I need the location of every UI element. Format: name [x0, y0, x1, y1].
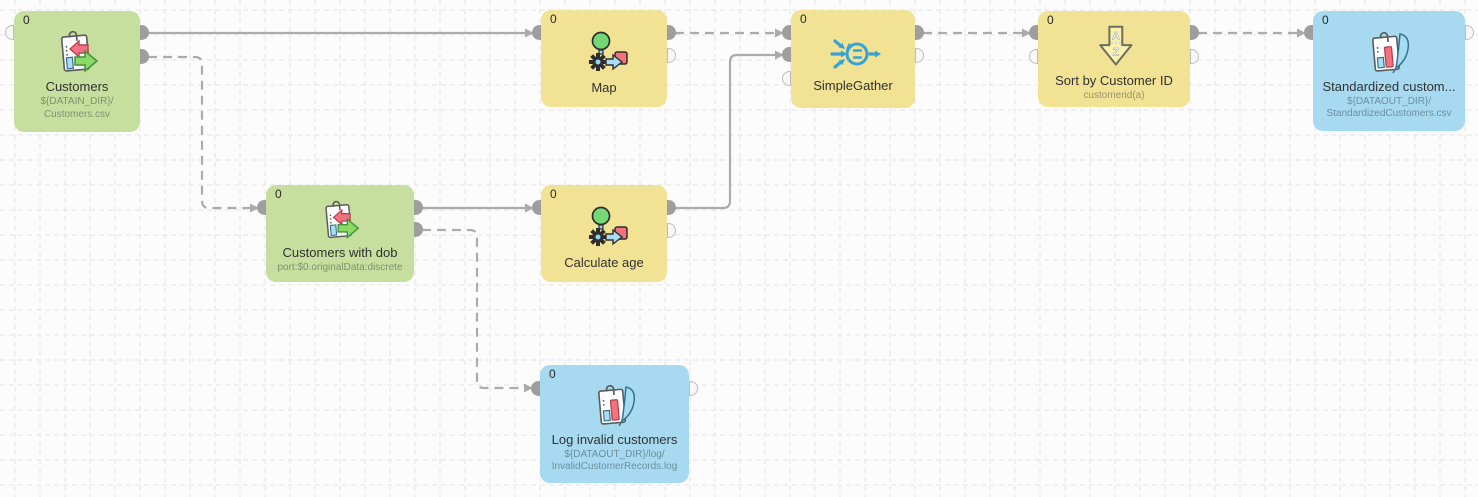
map-icon	[580, 206, 628, 252]
node-subtitle: ${DATAOUT_DIR}/log/ InvalidCustomerRecor…	[551, 448, 678, 472]
record-counter: 0	[1322, 13, 1329, 27]
input-port[interactable]	[1304, 25, 1313, 40]
node-standardized-customers[interactable]: 0 Standardized custom... ${DATAOUT_DIR}/…	[1304, 11, 1474, 131]
output-port[interactable]	[667, 200, 676, 215]
map-icon	[580, 31, 628, 77]
reader-icon	[52, 30, 102, 76]
node-subtitle: ${DATAOUT_DIR}/ StandardizedCustomers.cs…	[1326, 95, 1452, 119]
input-port[interactable]	[5, 25, 14, 40]
output-port[interactable]	[414, 222, 423, 237]
input-port[interactable]	[782, 25, 791, 40]
node-sort-by-customer-id[interactable]: 0 A Z Sort by Customer ID customerid(a)	[1029, 11, 1199, 107]
node-log-invalid-customers[interactable]: 0 Log invalid customers ${DATAOUT_DIR}/l…	[531, 365, 698, 483]
gather-icon	[824, 33, 882, 75]
output-port[interactable]	[140, 25, 149, 40]
writer-icon	[1364, 30, 1414, 76]
output-port[interactable]	[667, 25, 676, 40]
node-subtitle: ${DATAIN_DIR}/ Customers.csv	[40, 96, 114, 120]
reader-icon	[317, 200, 363, 242]
node-title: Calculate age	[564, 254, 644, 270]
writer-icon	[590, 383, 640, 429]
input-port[interactable]	[1029, 25, 1038, 40]
input-port[interactable]	[1029, 49, 1038, 64]
record-counter: 0	[549, 367, 556, 381]
node-title: Log invalid customers	[551, 431, 678, 447]
svg-text:Z: Z	[1112, 46, 1119, 58]
input-port[interactable]	[782, 71, 791, 86]
node-simple-gather[interactable]: 0	[782, 10, 924, 108]
input-port[interactable]	[531, 381, 540, 396]
node-title: Sort by Customer ID	[1055, 72, 1173, 88]
record-counter: 0	[800, 12, 807, 26]
record-counter: 0	[1047, 13, 1054, 27]
svg-text:A: A	[1112, 31, 1120, 43]
edge-calculate-age-to-simple-gather[interactable]	[675, 53, 775, 210]
sort-az-icon: A Z	[1089, 24, 1139, 70]
node-title: Customers with dob	[282, 245, 398, 261]
node-customers[interactable]: 0 Customers ${DATAIN_DIR}/ Customers.csv	[5, 11, 149, 132]
record-counter: 0	[23, 13, 30, 27]
node-map[interactable]: 0 Map	[532, 10, 676, 107]
input-port[interactable]	[532, 200, 541, 215]
output-port[interactable]	[414, 200, 423, 215]
edge-arrowheads	[250, 28, 1306, 393]
node-title: SimpleGather	[813, 78, 893, 93]
node-title: Customers	[45, 79, 109, 95]
node-calculate-age[interactable]: 0 Calcu	[532, 185, 676, 282]
edge-customers-to-customers-with-dob[interactable]	[148, 55, 250, 210]
node-subtitle: port:$0.originalData:discrete	[277, 262, 403, 274]
input-port[interactable]	[782, 47, 791, 62]
node-subtitle: customerid(a)	[1083, 89, 1145, 101]
node-customers-with-dob[interactable]: 0 Customers with dob port:$0.originalDat…	[257, 185, 423, 282]
record-counter: 0	[550, 187, 557, 201]
output-port[interactable]	[140, 49, 149, 64]
node-title: Standardized custom...	[1322, 78, 1456, 94]
record-counter: 0	[550, 12, 557, 26]
record-counter: 0	[275, 187, 282, 201]
input-port[interactable]	[257, 200, 266, 215]
output-port[interactable]	[1190, 25, 1199, 40]
input-port[interactable]	[532, 25, 541, 40]
node-title: Map	[591, 79, 617, 95]
output-port[interactable]	[915, 25, 924, 40]
edge-customers-with-dob-to-log-invalid-customers[interactable]	[422, 228, 524, 390]
